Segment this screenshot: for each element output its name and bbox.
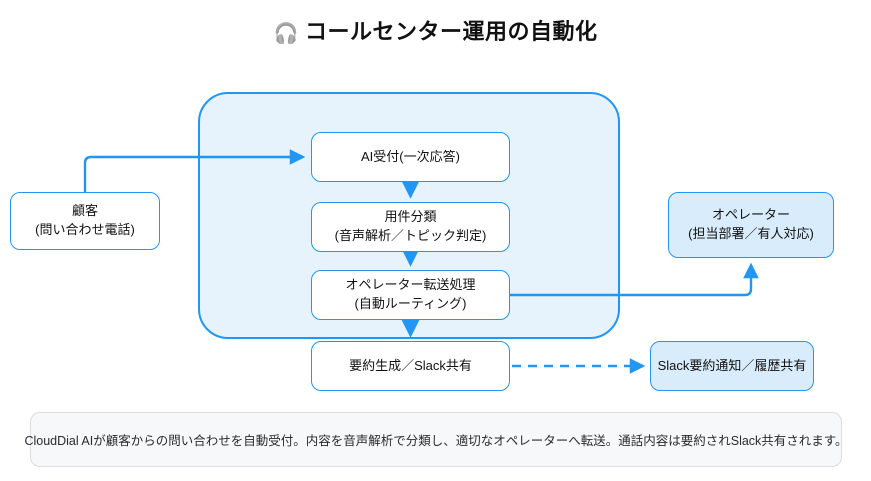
node-ai-reception[interactable]: AI受付(一次応答) — [311, 132, 510, 182]
node-summary-share-line1: 要約生成／Slack共有 — [349, 357, 472, 373]
node-operator-transfer[interactable]: オペレーター転送処理 (自動ルーティング) — [311, 270, 510, 320]
node-operator-transfer-line2: (自動ルーティング) — [354, 296, 467, 311]
node-operator-line2: (担当部署／有人対応) — [688, 226, 814, 241]
node-customer[interactable]: 顧客 (問い合わせ電話) — [10, 192, 160, 250]
node-slack-notify[interactable]: Slack要約通知／履歴共有 — [650, 341, 814, 391]
node-operator[interactable]: オペレーター (担当部署／有人対応) — [668, 192, 834, 258]
page-title-text: コールセンター運用の自動化 — [304, 19, 598, 44]
node-summary-share[interactable]: 要約生成／Slack共有 — [311, 341, 510, 391]
footer-caption-text: CloudDial AIが顧客からの問い合わせを自動受付。内容を音声解析で分類し… — [24, 434, 848, 448]
footer-caption: CloudDial AIが顧客からの問い合わせを自動受付。内容を音声解析で分類し… — [24, 412, 848, 467]
node-customer-line1: 顧客 — [71, 203, 98, 219]
node-classification-line1: 用件分類 — [384, 209, 437, 225]
node-classification-line2: (音声解析／トピック判定) — [334, 228, 487, 243]
page-title: 🎧コールセンター運用の自動化 — [0, 14, 871, 46]
headphone-icon: 🎧 — [273, 23, 299, 45]
node-classification[interactable]: 用件分類 (音声解析／トピック判定) — [311, 202, 510, 252]
node-operator-transfer-line1: オペレーター転送処理 — [345, 277, 476, 293]
node-ai-reception-line1: AI受付(一次応答) — [361, 148, 460, 164]
node-slack-notify-line1: Slack要約通知／履歴共有 — [657, 357, 807, 373]
node-customer-line2: (問い合わせ電話) — [35, 222, 135, 237]
node-operator-line1: オペレーター — [711, 207, 790, 223]
